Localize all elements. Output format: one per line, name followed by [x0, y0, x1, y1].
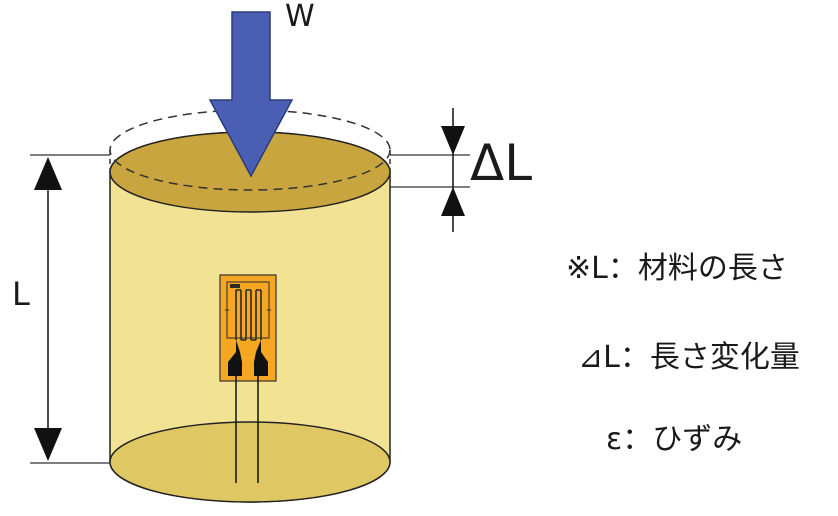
length-dimension	[30, 154, 110, 464]
length-arrow-up	[34, 157, 62, 190]
delta-arrow-down	[441, 126, 465, 155]
delta-length-dimension	[390, 108, 470, 232]
cylinder-bottom-face	[109, 421, 391, 503]
delta-arrow-up	[441, 187, 465, 216]
note-strain: ε：ひずみ	[606, 422, 743, 457]
length-label: L	[12, 275, 30, 313]
delta-length-label: ΔL	[470, 134, 533, 192]
gauge-grid	[235, 289, 262, 341]
gauge-tab-right	[254, 340, 268, 376]
gauge-tab-left	[228, 340, 242, 376]
strain-gauge	[219, 274, 277, 483]
load-arrow	[208, 11, 294, 178]
load-label: W	[285, 0, 315, 34]
note-length: ※L：材料の長さ	[566, 251, 788, 286]
note-delta-length: ⊿L：長さ変化量	[578, 340, 800, 375]
length-arrow-down	[34, 428, 62, 461]
